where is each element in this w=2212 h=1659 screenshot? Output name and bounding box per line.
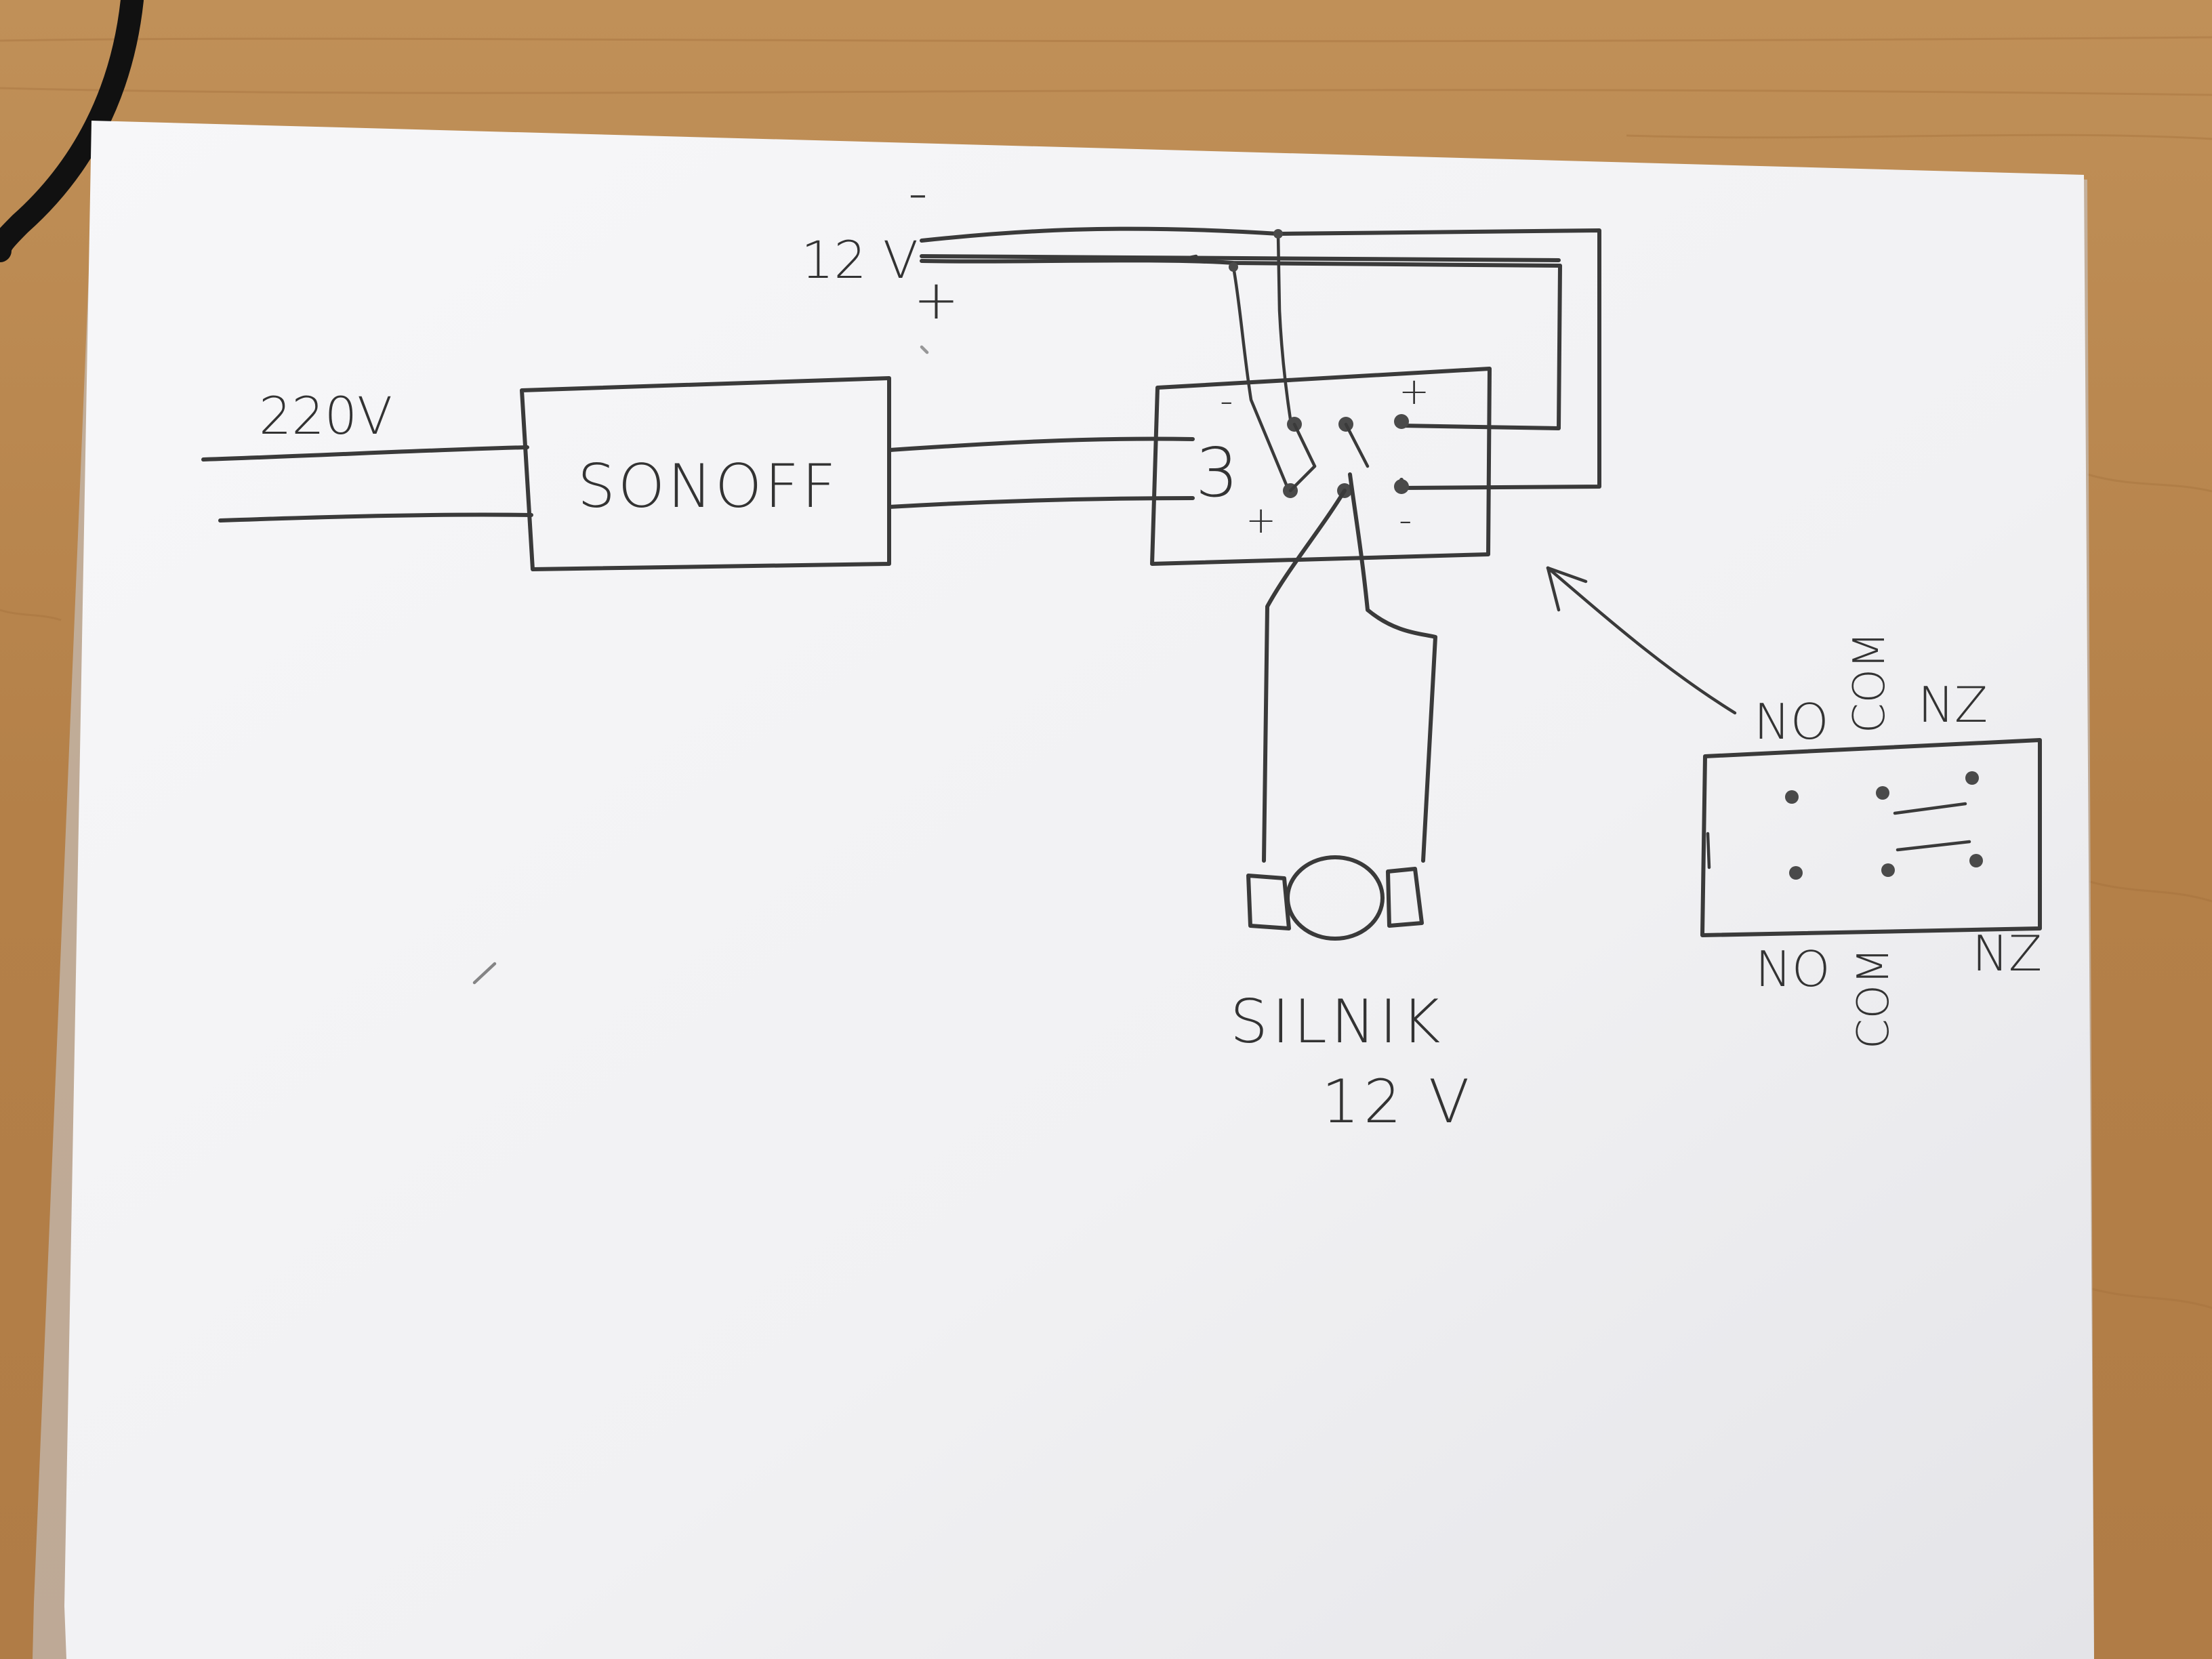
pinout-top-nz: NZ — [1918, 676, 1988, 733]
supply-wires — [920, 226, 1601, 490]
relay-bottom-plus: + — [1246, 499, 1276, 541]
sonoff-module: SONOFF — [520, 376, 891, 571]
pinout-bottom-com: COM — [1849, 947, 1899, 1049]
sonoff-relay-wires — [887, 436, 1195, 509]
junction-dot — [1273, 229, 1283, 239]
mains-220v-label: 220V — [259, 386, 392, 446]
pinout-terminal — [1785, 790, 1799, 804]
supply-plus-sign: + — [914, 268, 959, 331]
relay-top-minus: - — [1220, 380, 1233, 422]
motor-symbol: SILNIK 12 V — [1230, 855, 1473, 1136]
paper-sheet — [64, 121, 2094, 1659]
pinout-top-com: COM — [1845, 632, 1895, 733]
pinout-terminal — [1965, 771, 1979, 785]
pinout-terminal — [1881, 863, 1895, 877]
supply-12v: 12 V - + — [801, 161, 959, 331]
motor-label-line1: SILNIK — [1230, 987, 1444, 1057]
relay-bottom-minus: - — [1399, 499, 1412, 541]
relay-module: 3 - + + - — [1150, 367, 1492, 566]
relay-top-plus: + — [1399, 370, 1429, 413]
pinout-terminal — [1969, 854, 1983, 867]
supply-minus-sign: - — [908, 161, 928, 224]
pointer-arrow — [1546, 566, 1737, 715]
pinout-terminal — [1789, 866, 1803, 880]
motor-wires — [1262, 472, 1437, 863]
relay-terminal — [1394, 414, 1409, 429]
relay-terminal — [1394, 479, 1409, 494]
pinout-terminal — [1876, 786, 1889, 800]
sonoff-label: SONOFF — [577, 451, 838, 521]
pinout-bottom-no: NO — [1755, 941, 1830, 998]
wood-grain — [0, 36, 2212, 1309]
black-cable — [0, 0, 144, 262]
mains-220v: 220V — [201, 386, 533, 523]
junction-dot — [1229, 262, 1238, 272]
motor-label-line2: 12 V — [1322, 1067, 1473, 1136]
stray-marks — [472, 345, 929, 985]
pinout-bottom-nz: NZ — [1972, 925, 2042, 982]
supply-12v-label: 12 V — [801, 230, 918, 290]
relay-coil-label: 3 — [1195, 433, 1239, 512]
pinout-top-no: NO — [1754, 693, 1829, 750]
relay-pinout-detail: NO NZ COM NO NZ COM — [1700, 632, 2042, 1049]
